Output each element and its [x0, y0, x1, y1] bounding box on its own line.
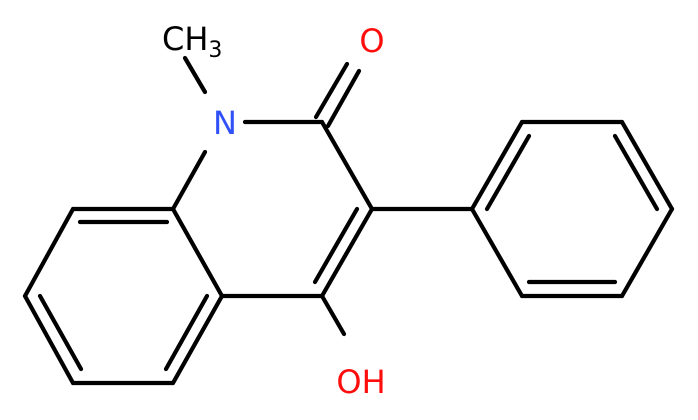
hydroxyl-label: OH — [336, 363, 385, 401]
bond-c3-c4-inner — [312, 206, 360, 285]
bond-c5-c4a-inner — [163, 293, 210, 372]
bond-c4a-c8a — [170, 206, 225, 299]
bond-c5-c4a — [170, 293, 225, 386]
bond-c7-c6-inner — [37, 293, 84, 372]
bond-ph1-ph2 — [469, 119, 525, 212]
bond-ph6-ph1 — [469, 206, 525, 299]
bond-c3-c4 — [319, 206, 375, 299]
carbonyl-oxygen-label: O — [359, 22, 384, 60]
bond-ph3-ph4 — [619, 119, 675, 212]
methyl-subscript: 3 — [208, 38, 222, 63]
methyl-label: CH3 — [162, 20, 222, 63]
bond-ph1-ph2-inner — [484, 133, 532, 212]
bond-ph4-ph5 — [619, 206, 675, 299]
bonds — [22, 55, 675, 386]
bond-c2-o-a — [313, 61, 350, 120]
bond-c8-c7 — [22, 206, 76, 299]
nitrogen-label: N — [213, 104, 237, 142]
bond-ph3-ph4-inner — [612, 133, 660, 212]
bond-n1-methyl — [182, 55, 208, 95]
bond-c2-o-b — [325, 68, 362, 129]
bond-c7-c6 — [22, 293, 76, 386]
atom-labels: CH3 N O OH — [162, 20, 386, 401]
bond-c4-oh — [319, 293, 347, 337]
bond-c8a-n1 — [170, 149, 208, 212]
bond-c2-c3 — [319, 119, 375, 212]
